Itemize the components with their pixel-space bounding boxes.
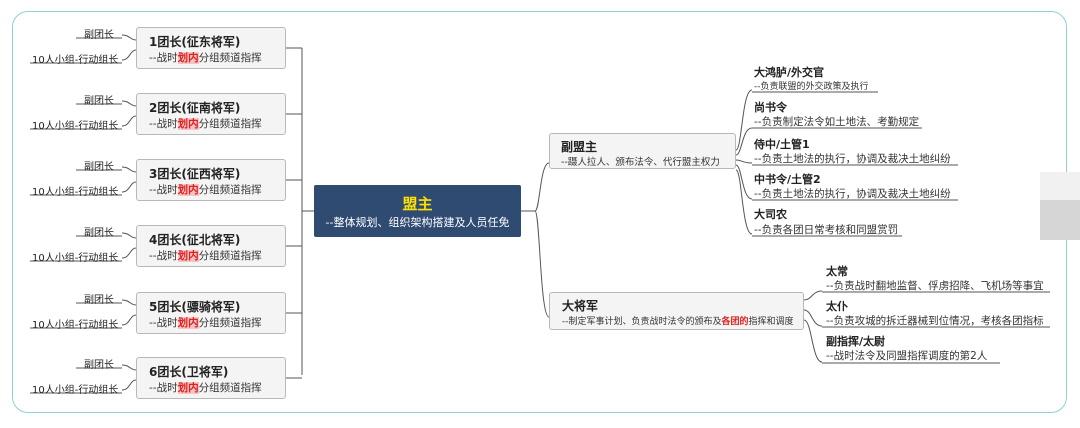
vice-child-desc: --负责土地法的执行，协调及裁决土地纠纷 [754, 153, 951, 165]
vice-child-desc: --负责制定法令如土地法、考勤规定 [754, 116, 920, 128]
vice-child-title: 尚书令 [754, 101, 787, 114]
vice-regiment-label: 副团长 [84, 96, 114, 107]
regiment-node-6: 6团长(卫将军) --战时划内分组频道指挥 [136, 357, 286, 399]
general-child-desc: --负责攻城的拆迁器械到位情况，考核各团指标 [826, 315, 1044, 327]
side-scroll-tab[interactable] [1040, 172, 1080, 240]
group-leader-label: 10人小组-行动组长 [32, 385, 119, 396]
regiment-title: 6团长(卫将军) [149, 365, 229, 379]
general-child-title: 副指挥/太尉 [826, 335, 886, 348]
general-child-desc: --战时法令及同盟指挥调度的第2人 [826, 350, 988, 362]
regiment-node-2: 2团长(征南将军) --战时划内分组频道指挥 [136, 93, 286, 135]
vice-regiment-label: 副团长 [84, 295, 114, 306]
general-title: 大将军 [562, 299, 599, 313]
group-leader-label: 10人小组-行动组长 [32, 187, 119, 198]
vice-leader-title: 副盟主 [561, 140, 598, 154]
regiment-desc: --战时划内分组频道指挥 [149, 250, 262, 262]
regiment-node-3: 3团长(征西将军) --战时划内分组频道指挥 [136, 159, 286, 201]
regiment-desc: --战时划内分组频道指挥 [149, 118, 262, 130]
general-node: 大将军 --制定军事计划、负责战时法令的颁布及各团的指挥和调度 [549, 292, 804, 330]
regiment-desc: --战时划内分组频道指挥 [149, 317, 262, 329]
general-child-title: 太常 [826, 265, 848, 278]
regiment-desc: --战时划内分组频道指挥 [149, 184, 262, 196]
regiment-desc: --战时划内分组频道指挥 [149, 382, 262, 394]
regiment-title: 4团长(征北将军) [149, 233, 241, 247]
vice-leader-desc: --蹑人拉人、颁布法令、代行盟主权力 [561, 157, 720, 168]
regiment-node-5: 5团长(骠骑将军) --战时划内分组频道指挥 [136, 292, 286, 334]
vice-child-title: 大司农 [754, 208, 787, 221]
vice-regiment-label: 副团长 [84, 30, 114, 41]
vice-child-title: 侍中/土管1 [754, 138, 810, 151]
vice-regiment-label: 副团长 [84, 162, 114, 173]
vice-regiment-label: 副团长 [84, 228, 114, 239]
vice-child-title: 大鸿胪/外交官 [754, 66, 825, 79]
vice-child-desc: --负责土地法的执行，协调及裁决土地纠纷 [754, 188, 951, 200]
regiment-title: 3团长(征西将军) [149, 167, 241, 181]
regiment-desc: --战时划内分组频道指挥 [149, 52, 262, 64]
side-scroll-handle[interactable] [1040, 200, 1080, 240]
group-leader-label: 10人小组-行动组长 [32, 55, 119, 66]
general-desc: --制定军事计划、负责战时法令的颁布及各团的指挥和调度 [562, 317, 794, 327]
center-desc: --整体规划、组织架构搭建及人员任免 [325, 216, 510, 229]
regiment-title: 2团长(征南将军) [149, 101, 241, 115]
group-leader-label: 10人小组-行动组长 [32, 253, 119, 264]
regiment-node-4: 4团长(征北将军) --战时划内分组频道指挥 [136, 225, 286, 267]
general-child-title: 太仆 [826, 300, 848, 313]
general-child-desc: --负责战时翻地监督、俘虏招降、飞机场等事宜 [826, 280, 1044, 292]
regiment-title: 1团长(征东将军) [149, 35, 241, 49]
center-node: 盟主 --整体规划、组织架构搭建及人员任免 [314, 185, 521, 237]
group-leader-label: 10人小组-行动组长 [32, 320, 119, 331]
vice-leader-node: 副盟主 --蹑人拉人、颁布法令、代行盟主权力 [549, 133, 736, 169]
regiment-title: 5团长(骠骑将军) [149, 300, 241, 314]
center-title: 盟主 [402, 195, 433, 213]
vice-child-desc: --负责联盟的外交政策及执行 [754, 82, 869, 92]
vice-regiment-label: 副团长 [84, 360, 114, 371]
vice-child-desc: --负责各团日常考核和同盟赏罚 [754, 224, 899, 236]
vice-child-title: 中书令/土管2 [754, 173, 821, 186]
group-leader-label: 10人小组-行动组长 [32, 121, 119, 132]
regiment-node-1: 1团长(征东将军) --战时划内分组频道指挥 [136, 27, 286, 69]
